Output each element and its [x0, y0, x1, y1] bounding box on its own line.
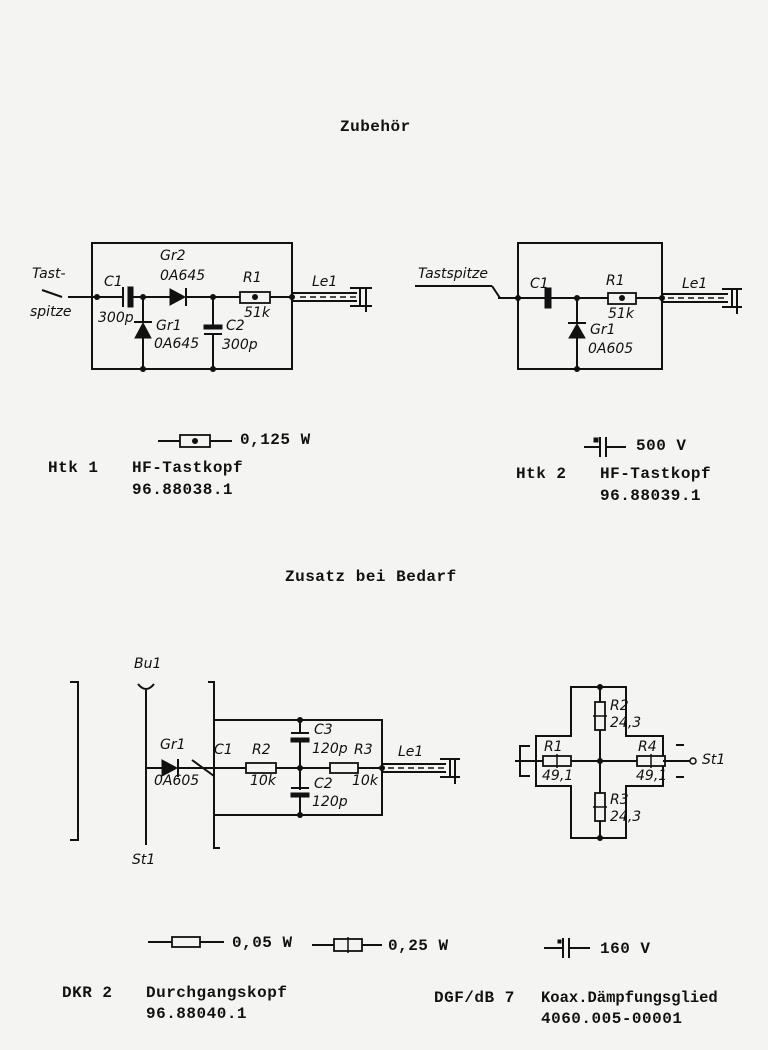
- htk1-r1-value: 51k: [244, 305, 270, 321]
- htk2-gr1-type: 0A605: [588, 341, 634, 357]
- htk1-c2-label: C2: [226, 318, 245, 334]
- dkr2-number: 96.88040.1: [146, 1005, 248, 1023]
- htk2-schematic: [415, 242, 742, 372]
- dkr2-le1-cable: [382, 758, 460, 784]
- dgf-r2-label: R2: [610, 698, 629, 714]
- htk1-le1-cable: [292, 287, 372, 312]
- htk2-number: 96.88039.1: [600, 487, 702, 505]
- htk1-r1-resistor: [239, 291, 271, 304]
- dgf-st1-label: St1: [702, 752, 726, 768]
- dkr2-c3-capacitor: [290, 732, 310, 743]
- dkr2-c1-label: C1: [214, 742, 233, 758]
- dkr2-st1-label: St1: [132, 852, 156, 868]
- dgf-r1-resistor: [542, 754, 572, 768]
- htk1-schematic: [41, 242, 372, 372]
- dkr2-c3-label: C3: [314, 722, 333, 738]
- dgf-schematic: [515, 684, 697, 841]
- legend-160v-text: 160 V: [600, 940, 651, 958]
- dgf-r4-label: R4: [638, 739, 657, 755]
- dgf-name: Koax.Dämpfungsglied: [541, 989, 718, 1007]
- legend-resistor-0125w-symbol: [158, 434, 232, 448]
- dgf-housing-cross: [535, 686, 664, 839]
- htk1-c1-label: C1: [104, 274, 123, 290]
- dkr2-name: Durchgangskopf: [146, 984, 288, 1002]
- dkr2-c2-value: 120p: [312, 794, 348, 810]
- dkr2-code: DKR 2: [62, 984, 113, 1002]
- htk1-code: Htk 1: [48, 459, 99, 477]
- legend-resistor-025w-symbol: [312, 937, 382, 953]
- htk2-probe-label: Tastspitze: [418, 266, 488, 282]
- dkr2-r3-resistor: [329, 762, 359, 774]
- htk2-le1-cable: [662, 288, 742, 314]
- legend-capacitor-160v-symbol: [544, 938, 590, 958]
- htk1-c2-capacitor: [203, 324, 223, 335]
- heading-extras: Zusatz bei Bedarf: [285, 568, 457, 586]
- dkr2-r2-resistor: [245, 762, 277, 774]
- dgf-r4-value: 49,1: [636, 768, 668, 784]
- htk2-housing-box: [517, 242, 663, 370]
- htk2-c1-label: C1: [530, 276, 549, 292]
- htk2-gr1-diode: [568, 322, 586, 339]
- dkr2-c1-capacitor: [191, 759, 215, 777]
- dgf-r2-value: 24,3: [610, 715, 642, 731]
- dgf-r3-value: 24,3: [610, 809, 642, 825]
- htk1-probe-label-1: Tast-: [32, 266, 66, 282]
- dkr2-left-bracket: [70, 681, 79, 841]
- htk2-r1-label: R1: [606, 273, 625, 289]
- htk2-le1-label: Le1: [682, 276, 708, 292]
- htk1-gr1-diode: [134, 321, 152, 339]
- htk1-gr2-type: 0A645: [160, 268, 206, 284]
- htk1-housing-box: [91, 242, 293, 370]
- legend-capacitor-500v-symbol: [584, 437, 626, 457]
- dkr2-gr1-label: Gr1: [160, 737, 186, 753]
- htk2-name: HF-Tastkopf: [600, 465, 712, 483]
- htk2-r1-value: 51k: [608, 306, 634, 322]
- dkr2-le1-label: Le1: [398, 744, 424, 760]
- htk1-probe-label-2: spitze: [30, 304, 72, 320]
- dgf-r1-value: 49,1: [542, 768, 574, 784]
- dgf-r4-resistor: [636, 754, 666, 768]
- dgf-r1-label: R1: [544, 739, 563, 755]
- dgf-number: 4060.005-00001: [541, 1010, 683, 1028]
- htk1-r1-label: R1: [243, 270, 262, 286]
- legend-resistor-005w-symbol: [148, 936, 224, 948]
- dkr2-schematic: [70, 681, 460, 849]
- htk2-r1-resistor: [607, 292, 637, 305]
- dgf-r3-label: R3: [610, 792, 629, 808]
- htk1-gr1-type: 0A645: [154, 336, 200, 352]
- dgf-r2-resistor: [593, 701, 607, 731]
- htk2-gr1-label: Gr1: [590, 322, 616, 338]
- legend-005w-text: 0,05 W: [232, 934, 293, 952]
- htk1-gr2-label: Gr2: [160, 248, 186, 264]
- htk1-c1-value: 300p: [98, 310, 134, 326]
- dkr2-bu1-label: Bu1: [134, 656, 162, 672]
- htk2-code: Htk 2: [516, 465, 567, 483]
- htk1-gr1-label: Gr1: [156, 318, 182, 334]
- dkr2-c3-value: 120p: [312, 741, 348, 757]
- dkr2-bu1-socket: [137, 683, 155, 690]
- htk1-le1-label: Le1: [312, 274, 338, 290]
- dgf-code: DGF/dB 7: [434, 989, 515, 1007]
- dkr2-c2-label: C2: [314, 776, 333, 792]
- heading-accessories: Zubehör: [340, 118, 411, 136]
- dkr2-r3-value: 10k: [352, 773, 378, 789]
- dkr2-r2-label: R2: [252, 742, 271, 758]
- htk1-gr2-diode: [169, 288, 187, 306]
- dkr2-gr1-type: 0A605: [154, 773, 200, 789]
- legend-500v-text: 500 V: [636, 437, 687, 455]
- htk1-c1-capacitor: [122, 286, 134, 308]
- htk1-number: 96.88038.1: [132, 481, 234, 499]
- htk1-c2-value: 300p: [222, 337, 258, 353]
- dgf-st1-pin: [689, 757, 697, 765]
- htk1-name: HF-Tastkopf: [132, 459, 244, 477]
- dgf-r3-resistor: [593, 792, 607, 822]
- legend-025w-text: 0,25 W: [388, 937, 449, 955]
- dkr2-r3-label: R3: [354, 742, 373, 758]
- dkr2-r2-value: 10k: [250, 773, 276, 789]
- legend-0125w-text: 0,125 W: [240, 431, 311, 449]
